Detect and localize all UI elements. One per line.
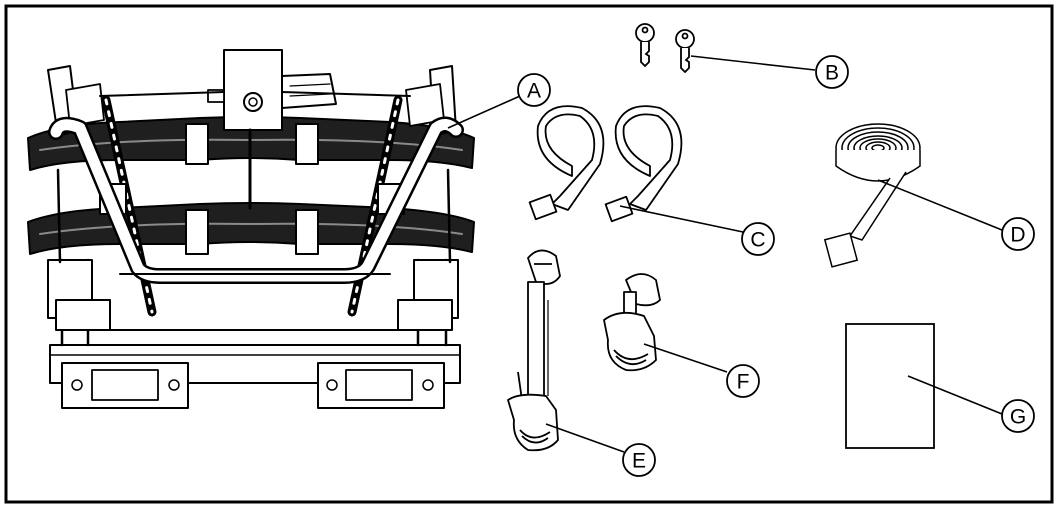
leader-lines xyxy=(447,55,1003,453)
leader-line-c xyxy=(619,205,744,233)
callout-b-label: B xyxy=(825,62,839,85)
callout-b: B xyxy=(815,55,849,89)
callout-d-label: D xyxy=(1010,224,1025,247)
callout-e-label: E xyxy=(632,450,646,473)
callouts: A B C D E F G xyxy=(517,55,1035,477)
callout-e: E xyxy=(622,443,656,477)
leader-line-b xyxy=(690,55,816,71)
bike-carrier-icon xyxy=(27,49,475,409)
left-tail-light-icon xyxy=(61,362,189,409)
leader-line-e xyxy=(545,423,625,453)
callout-a: A xyxy=(517,73,551,107)
leader-line-f xyxy=(643,343,728,373)
manual-sheet-icon xyxy=(845,323,935,449)
leader-line-d xyxy=(877,179,1003,231)
right-tail-light-icon xyxy=(317,362,445,409)
callout-f: F xyxy=(726,364,760,398)
key-icon xyxy=(635,23,695,74)
wheel-holder-icon xyxy=(603,273,661,372)
callout-c-label: C xyxy=(750,229,765,252)
wheel-holder-arm-icon xyxy=(507,249,561,452)
coiled-strap-icon xyxy=(823,123,921,268)
callout-c: C xyxy=(741,222,775,256)
leader-line-a xyxy=(447,95,521,129)
callout-g: G xyxy=(1001,399,1035,433)
callout-d: D xyxy=(1001,217,1035,251)
callout-f-label: F xyxy=(737,371,750,394)
callout-a-label: A xyxy=(527,80,541,103)
strap-icon xyxy=(528,105,683,223)
leader-line-g xyxy=(907,375,1003,415)
callout-g-label: G xyxy=(1010,406,1026,429)
